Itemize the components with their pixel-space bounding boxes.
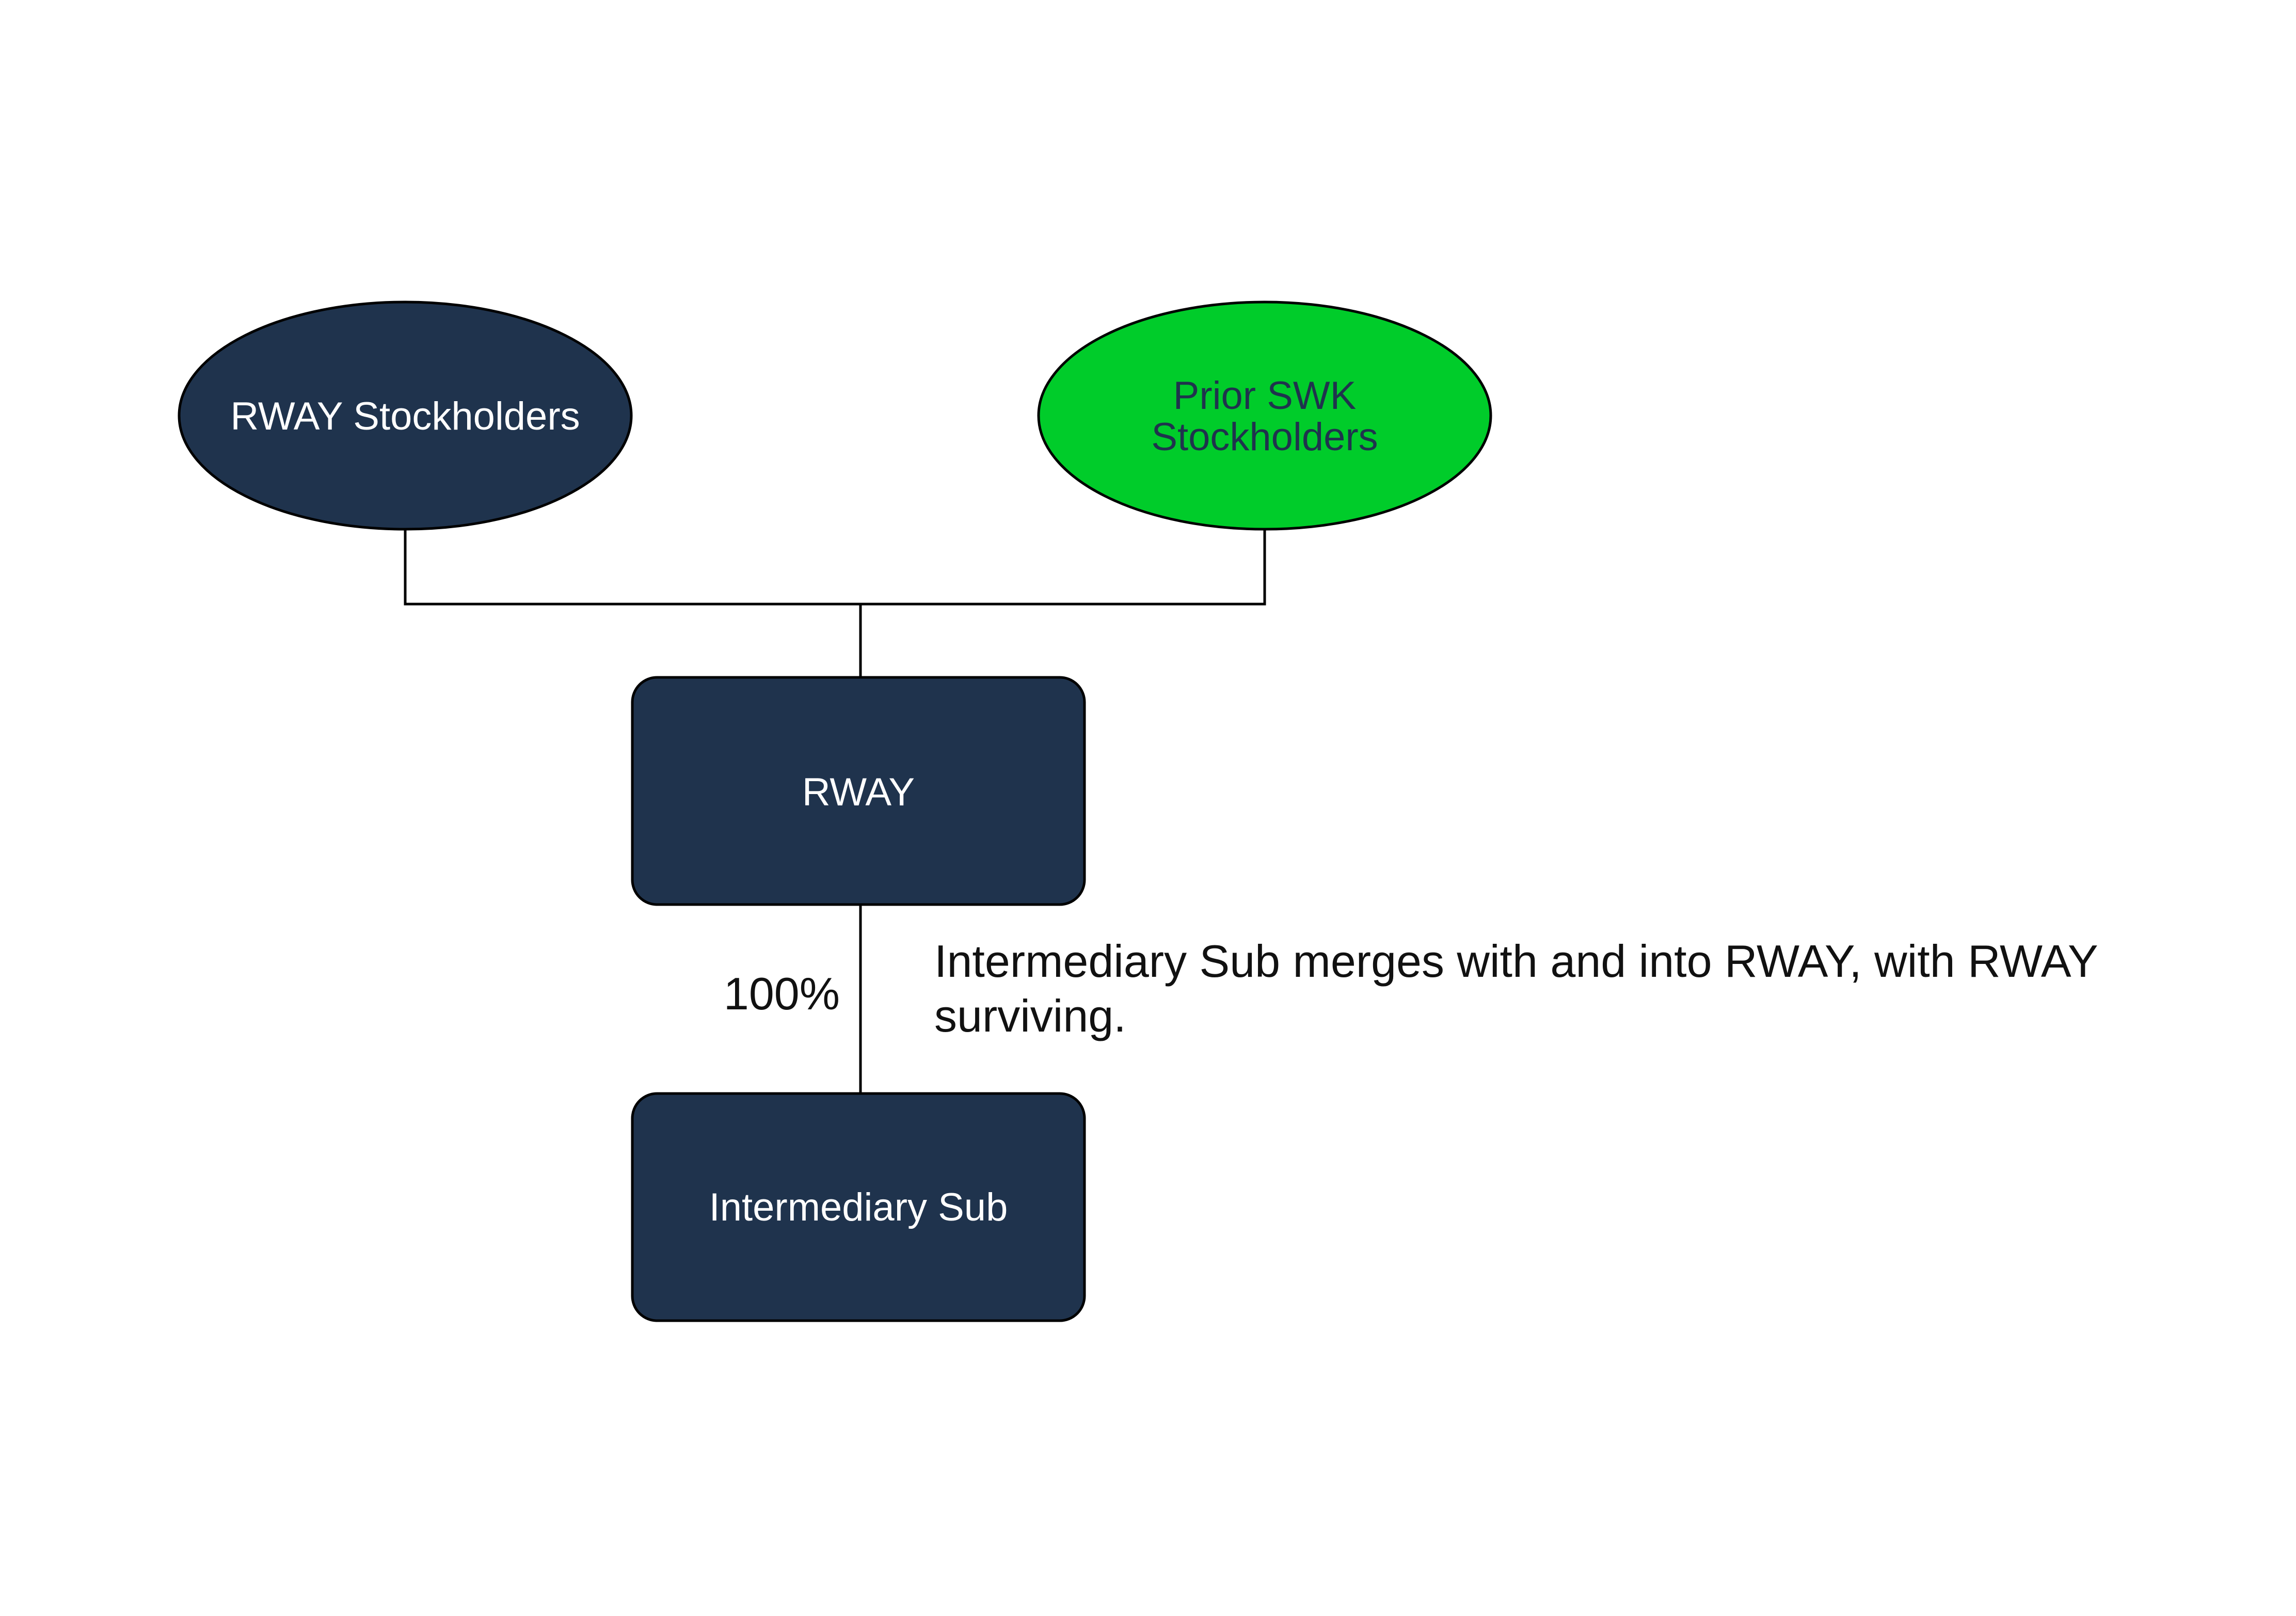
rway-stockholders-node: RWAY Stockholders <box>178 300 633 531</box>
intermediary-sub-box <box>631 1092 1086 1322</box>
intermediary-sub-node: Intermediary Sub <box>631 1092 1086 1322</box>
intermediary-sub-label: Intermediary Sub <box>709 1185 1008 1229</box>
rway-stockholders-ellipse <box>178 300 633 531</box>
rway-box <box>631 676 1086 906</box>
rway-node: RWAY <box>631 676 1086 906</box>
ownership-percentage-label: 100% <box>724 968 840 1019</box>
rway-stockholders-label: RWAY Stockholders <box>230 394 580 438</box>
prior-swk-stockholders-label-line-1: Prior SWK <box>1173 374 1357 418</box>
connector-stockholders-to-rway <box>404 529 1266 677</box>
merger-annotation-line-1: Intermediary Sub merges with and into RW… <box>934 936 2098 987</box>
prior-swk-stockholders-node: Prior SWK Stockholders <box>1037 300 1492 531</box>
prior-swk-stockholders-label-line-2: Stockholders <box>1151 415 1378 459</box>
prior-swk-stockholders-ellipse <box>1037 300 1492 531</box>
rway-label: RWAY <box>802 770 915 814</box>
merger-annotation-line-2: surviving. <box>934 990 1126 1041</box>
